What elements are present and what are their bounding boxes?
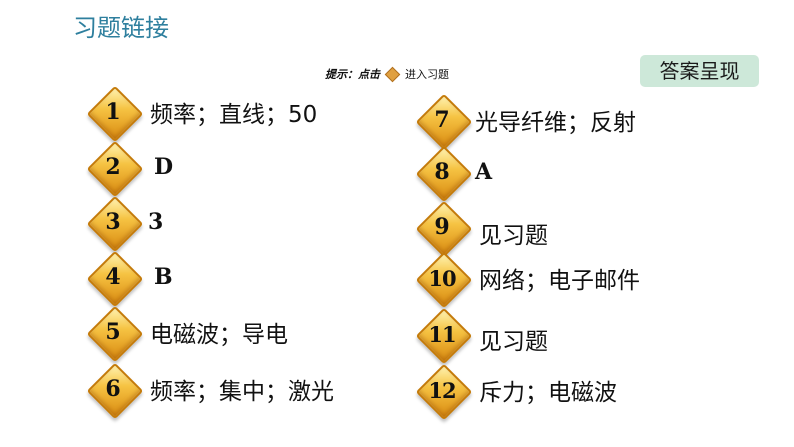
exercise-item-5[interactable]: 5 电磁波；导电 bbox=[86, 305, 288, 363]
exercise-item-2[interactable]: 2 D bbox=[86, 140, 174, 198]
exercise-number-badge[interactable]: 7 bbox=[415, 93, 473, 151]
exercise-answer: 3 bbox=[148, 209, 164, 235]
exercise-item-9[interactable]: 9 见习题 bbox=[415, 200, 548, 258]
exercise-answer: 斥力；电磁波 bbox=[479, 380, 617, 406]
exercise-number-badge[interactable]: 4 bbox=[86, 250, 144, 308]
exercise-answer: A bbox=[475, 159, 493, 185]
exercise-answer: 见习题 bbox=[479, 329, 548, 355]
exercise-number-badge[interactable]: 5 bbox=[86, 305, 144, 363]
exercise-number-badge[interactable]: 6 bbox=[86, 362, 144, 420]
exercise-answer: B bbox=[154, 264, 173, 290]
exercise-item-8[interactable]: 8 A bbox=[415, 145, 493, 203]
exercise-answer: 见习题 bbox=[479, 223, 548, 249]
exercise-number-badge[interactable]: 9 bbox=[415, 200, 473, 258]
exercise-number: 12 bbox=[428, 377, 456, 403]
show-answers-button[interactable]: 答案呈现 bbox=[640, 55, 759, 87]
exercise-answer: 光导纤维；反射 bbox=[475, 110, 636, 136]
exercise-item-11[interactable]: 11 见习题 bbox=[415, 307, 548, 365]
exercise-number: 4 bbox=[105, 264, 121, 290]
exercise-item-1[interactable]: 1 频率；直线；50 bbox=[86, 85, 318, 143]
exercise-number: 11 bbox=[428, 321, 456, 347]
exercise-answer: D bbox=[154, 154, 174, 180]
exercise-number-badge[interactable]: 8 bbox=[415, 145, 473, 203]
hint-prefix: 提示：点击 bbox=[325, 68, 380, 81]
exercise-number-badge[interactable]: 1 bbox=[86, 85, 144, 143]
exercise-answer: 频率；集中；激光 bbox=[150, 379, 334, 405]
exercise-item-6[interactable]: 6 频率；集中；激光 bbox=[86, 362, 334, 420]
exercise-number: 6 bbox=[105, 376, 121, 402]
exercise-number: 7 bbox=[434, 107, 450, 133]
diamond-icon bbox=[384, 66, 401, 82]
exercise-number: 9 bbox=[434, 214, 450, 240]
exercise-answer: 频率；直线；50 bbox=[150, 102, 318, 128]
exercise-item-10[interactable]: 10 网络；电子邮件 bbox=[415, 251, 640, 309]
exercise-number: 3 bbox=[105, 209, 121, 235]
exercise-number-badge[interactable]: 10 bbox=[415, 251, 473, 309]
exercise-number: 2 bbox=[105, 154, 121, 180]
exercise-answer: 网络；电子邮件 bbox=[479, 268, 640, 294]
exercise-item-3[interactable]: 3 3 bbox=[86, 195, 164, 253]
exercise-item-7[interactable]: 7 光导纤维；反射 bbox=[415, 93, 636, 151]
exercise-number: 8 bbox=[434, 159, 450, 185]
exercise-number-badge[interactable]: 2 bbox=[86, 140, 144, 198]
exercise-number: 10 bbox=[428, 265, 456, 291]
exercise-item-4[interactable]: 4 B bbox=[86, 250, 173, 308]
exercise-number-badge[interactable]: 3 bbox=[86, 195, 144, 253]
page-title: 习题链接 bbox=[73, 14, 169, 42]
exercise-number-badge[interactable]: 12 bbox=[415, 363, 473, 421]
exercise-number-badge[interactable]: 11 bbox=[415, 307, 473, 365]
exercise-number: 1 bbox=[105, 99, 121, 125]
hint-text: 提示：点击 进入习题 bbox=[325, 66, 449, 82]
exercise-answer: 电磁波；导电 bbox=[150, 322, 288, 348]
hint-action: 进入习题 bbox=[405, 68, 449, 81]
exercise-item-12[interactable]: 12 斥力；电磁波 bbox=[415, 363, 617, 421]
exercise-number: 5 bbox=[105, 319, 121, 345]
